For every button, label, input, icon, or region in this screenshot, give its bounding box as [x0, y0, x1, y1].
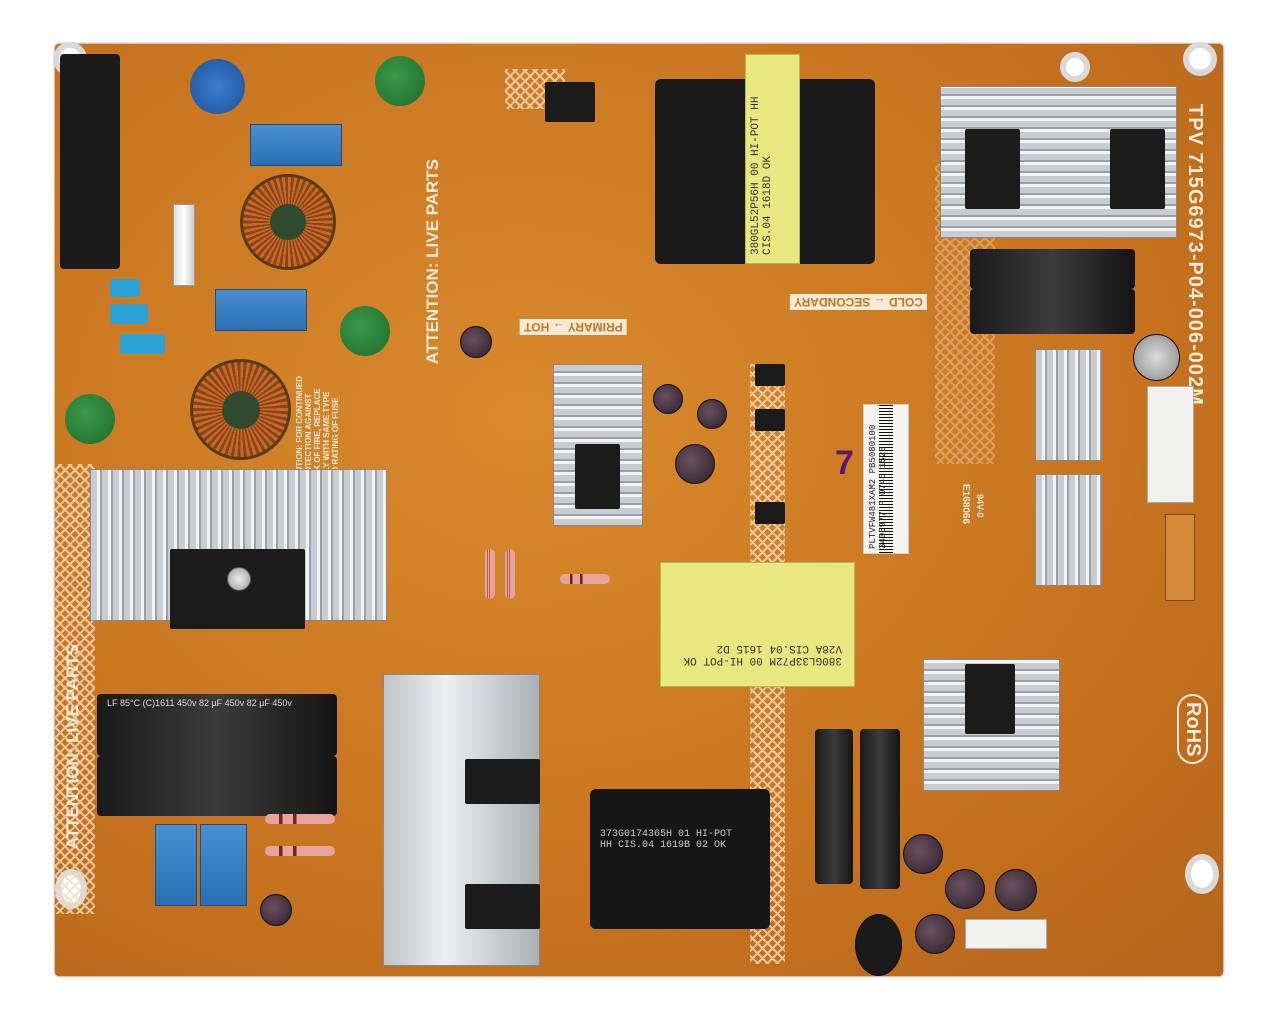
- varistor: [340, 306, 390, 356]
- heatsink-small: [1035, 349, 1102, 461]
- varistor-blue: [190, 59, 245, 114]
- electrolytic-capacitor: [460, 326, 492, 358]
- output-capacitor: [860, 729, 900, 889]
- live-parts-warning-top: ATTENTION: LIVE PARTS: [423, 159, 442, 365]
- y-capacitor: [110, 279, 140, 297]
- ul-mark: E168066: [960, 484, 971, 525]
- resistor: [265, 814, 335, 824]
- live-parts-warning-bottom: ATTENTION: LIVE PARTS: [63, 644, 82, 850]
- bulk-capacitor-marking: LF 85°C (C)1611 450v 82 µF 450v 82 µF 45…: [107, 698, 292, 708]
- electrolytic-capacitor: [260, 894, 292, 926]
- main-transformer-label: 380GL52P56H 00 HI-POT HH CIS.04 1618D OK: [745, 54, 800, 264]
- output-capacitor: [815, 729, 853, 884]
- electrolytic-capacitor: [995, 869, 1037, 911]
- bulk-capacitor: [97, 756, 337, 816]
- mounting-hole: [1183, 42, 1217, 76]
- schottky-diode: [965, 129, 1020, 209]
- led-driver-transformer: 373G0174365H 01 HI-POT HH CIS.04 1619B 0…: [590, 789, 770, 929]
- electrolytic-capacitor: [903, 834, 943, 874]
- y-capacitor: [110, 304, 148, 324]
- electrolytic-capacitor: [945, 869, 985, 909]
- optocoupler: [755, 409, 785, 431]
- bulk-capacitor: LF 85°C (C)1611 450v 82 µF 450v 82 µF 45…: [97, 694, 337, 756]
- transformer-1-line1: 380GL52P56H 00 HI-POT: [750, 116, 762, 255]
- electrolytic-capacitor: [1133, 334, 1180, 381]
- varistor: [65, 394, 115, 444]
- primary-hot-label: PRIMARY → HOT: [520, 319, 627, 335]
- led-output-connector: [1147, 386, 1194, 503]
- hatch-zone: [55, 464, 95, 914]
- x-capacitor: [215, 289, 307, 331]
- fuse-caution-text: CAUTION: FOR CONTINUED PROTECTION AGAINS…: [295, 376, 340, 484]
- heatsink-small: [1035, 474, 1102, 586]
- electrolytic-capacitor: [675, 444, 715, 484]
- common-mode-choke: [190, 359, 291, 460]
- electrolytic-capacitor: [697, 399, 727, 429]
- x-capacitor: [250, 124, 342, 166]
- flame-rating: 94V-0: [975, 494, 985, 518]
- sticker-line3: 1523: [878, 446, 888, 468]
- output-capacitor: [970, 249, 1135, 289]
- main-board-connector: [1165, 514, 1195, 601]
- ac-input-connector: [60, 54, 120, 269]
- fuse: [173, 204, 195, 286]
- sticker-line1: PLTVFW481XAM2: [868, 478, 878, 549]
- pfc-mosfet: [465, 759, 540, 804]
- transformer-3-line2: HH CIS.04 1619B 02 OK: [600, 840, 727, 851]
- y-capacitor: [120, 334, 165, 354]
- electrolytic-capacitor: [653, 384, 683, 414]
- pcb-board: ATTENTION: LIVE PARTS ATTENTION: LIVE PA…: [53, 42, 1223, 976]
- regulator: [965, 664, 1015, 734]
- screw: [227, 567, 251, 591]
- schottky-diode: [1110, 129, 1165, 209]
- transformer-3-line1: 373G0174365H 01 HI-POT: [600, 829, 733, 840]
- common-mode-choke: [240, 174, 336, 270]
- x-capacitor: [155, 824, 197, 906]
- transformer-2-line2: V28A CIS.04 1615 D2: [716, 642, 842, 654]
- rohs-mark: RoHS: [1177, 694, 1208, 765]
- resistor: [560, 574, 610, 584]
- mosfet: [575, 444, 620, 509]
- handwritten-marker: 7: [835, 444, 854, 482]
- optocoupler: [755, 364, 785, 386]
- inductor: [855, 914, 902, 976]
- relay: [545, 82, 595, 122]
- barcode-sticker: PLTVFW481XAM2 PB5080100 3408977 P 0746 1…: [863, 404, 909, 554]
- pfc-diode: [465, 884, 540, 929]
- x-capacitor: [200, 824, 247, 906]
- power-connector: [965, 919, 1047, 949]
- resistor: [485, 549, 495, 599]
- standby-transformer-label: 380GL33P72M 00 HI-POT OK V28A CIS.04 161…: [660, 562, 855, 687]
- resistor: [265, 846, 335, 856]
- optocoupler: [755, 502, 785, 524]
- mounting-hole: [1060, 52, 1090, 82]
- varistor: [375, 56, 425, 106]
- mounting-hole: [1185, 854, 1219, 894]
- transformer-2-line1: 380GL33P72M 00 HI-POT OK: [683, 654, 842, 666]
- output-capacitor: [970, 289, 1135, 334]
- board-model-number: TPV 715G6973-P04-006-002M: [1184, 104, 1206, 406]
- resistor: [505, 549, 515, 599]
- electrolytic-capacitor: [915, 914, 955, 954]
- cold-secondary-label: COLD ← SECONDARY: [790, 294, 927, 310]
